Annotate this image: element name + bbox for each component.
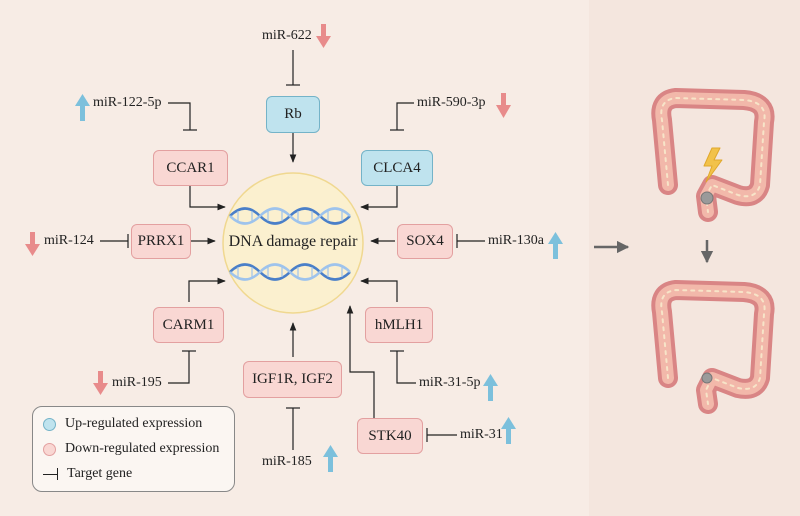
up-swatch-icon xyxy=(43,417,56,431)
mirna-label: miR-185 xyxy=(262,454,312,469)
gene-box-ccar1: CCAR1 xyxy=(153,150,228,186)
mirna-label: miR-195 xyxy=(112,375,162,390)
gene-box-clca4: CLCA4 xyxy=(361,150,433,186)
colon-with-damage-icon xyxy=(651,88,775,222)
mirna-label: miR-31-5p xyxy=(419,375,481,390)
dna-helix-icon xyxy=(229,207,351,225)
inhibition-edges xyxy=(100,50,485,450)
center-label: DNA damage repair xyxy=(228,233,358,250)
mirna-label: miR-124 xyxy=(44,233,94,248)
colon-healthy-icon xyxy=(651,280,775,414)
gene-box-stk40: STK40 xyxy=(357,418,423,454)
legend-item-target: Target gene xyxy=(43,466,132,482)
up-arrow-icon xyxy=(323,445,338,472)
up-arrow-icon xyxy=(501,417,516,444)
gene-box-carm1: CARM1 xyxy=(153,307,224,343)
dna-helix-icon xyxy=(229,263,351,281)
legend: Up-regulated expression Down-regulated e… xyxy=(32,406,235,492)
gene-box-hmlh1: hMLH1 xyxy=(365,307,433,343)
down-arrow-icon xyxy=(25,232,40,256)
colon-panel xyxy=(589,0,800,516)
legend-item-down: Down-regulated expression xyxy=(43,441,219,457)
mirna-label: miR-590-3p xyxy=(417,95,486,110)
up-arrow-icon xyxy=(75,94,90,121)
gene-box-prrx1: PRRX1 xyxy=(131,224,191,259)
down-swatch-icon xyxy=(43,442,56,456)
mirna-label: miR-130a xyxy=(488,233,544,248)
mirna-label: miR-622 xyxy=(262,28,312,43)
legend-label: Up-regulated expression xyxy=(65,416,203,431)
up-arrow-icon xyxy=(548,232,563,259)
mirna-label: miR-122-5p xyxy=(93,95,162,110)
legend-item-up: Up-regulated expression xyxy=(43,416,202,432)
down-arrow-icon xyxy=(496,93,511,118)
down-arrow-icon xyxy=(93,371,108,395)
mirna-label: miR-31 xyxy=(460,427,503,442)
up-arrow-icon xyxy=(483,374,498,401)
activation-edges xyxy=(188,133,398,418)
gene-box-sox4: SOX4 xyxy=(397,224,453,259)
gene-box-rb: Rb xyxy=(266,96,320,133)
down-arrow-icon xyxy=(316,24,331,48)
inhibition-bar-icon xyxy=(43,468,59,480)
legend-label: Target gene xyxy=(67,466,133,481)
legend-label: Down-regulated expression xyxy=(65,441,220,456)
gene-box-igf: IGF1R, IGF2 xyxy=(243,361,342,398)
